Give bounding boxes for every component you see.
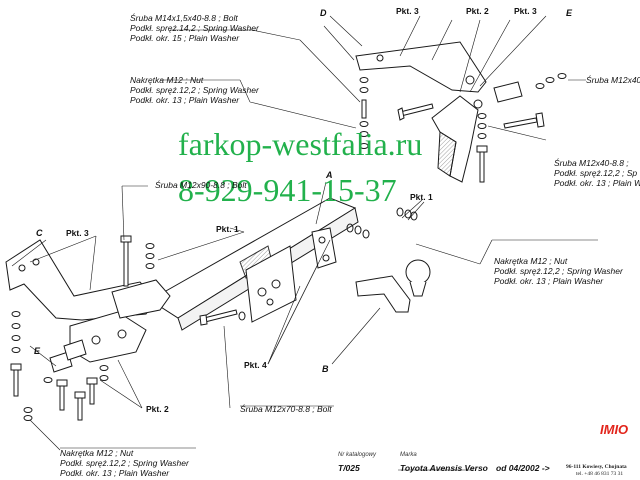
imiola-logo: IMIO [600, 422, 629, 437]
callout-nut-m12-right: Nakrętka M12 ; Nut Podkł. spręż.12,2 ; S… [494, 256, 623, 286]
callout-bolt-m12x70: Śruba M12x70-8.8 ; Bolt [240, 404, 332, 414]
point-label-pkt3-top: Pkt. 3 [396, 6, 419, 16]
spacer-tube-left-2 [63, 339, 87, 361]
callout-line: Podkł. okr. 13 ; Plain Washer [494, 276, 604, 286]
callout-nut-m12-upper: Nakrętka M12 ; Nut Podkł. spręż.12,2 ; S… [130, 75, 259, 105]
part-letter-c: C [36, 228, 43, 238]
callout-line: Podkł. okr. 13 ; Plain W [554, 178, 640, 188]
callout-line: Podkł. spręż.12,2 ; Sp [554, 168, 638, 178]
watermark-website: farkop-westfalia.ru [178, 126, 423, 162]
callout-line: Śruba M12x70-8.8 ; Bolt [240, 404, 332, 414]
vehicle-model: Toyota Avensis Verso [400, 463, 488, 473]
point-label-pkt3-top-right: Pkt. 3 [514, 6, 537, 16]
callout-line: Podkł. spręż.12,2 ; Spring Washer [60, 458, 189, 468]
bolts [10, 99, 545, 421]
spacer-tube-left [49, 351, 73, 373]
part-letter-d: D [320, 8, 327, 18]
point-label-pkt3-left: Pkt. 3 [66, 228, 89, 238]
part-letter-e-top: E [566, 8, 573, 18]
company-phone: tel. +48 46 831 73 31 [576, 471, 624, 477]
ball-bracket [311, 227, 337, 269]
point-label-pkt1-left: Pkt. 1 [216, 224, 239, 234]
point-label-pkt2-bottom: Pkt. 2 [146, 404, 169, 414]
callout-line: Śruba M12x40-8.8 ; [554, 158, 629, 168]
callout-line: Podkł. okr. 13 ; Plain Washer [60, 468, 170, 478]
callout-line: Podkł. okr. 13 ; Plain Washer [130, 95, 240, 105]
leader-lines [11, 15, 598, 471]
left-upper-bracket [111, 279, 171, 319]
catalog-number: T/025 [338, 463, 360, 473]
callout-line: Śruba M14x1,5x40-8.8 ; Bolt [130, 13, 238, 23]
company-address: 96-111 Kowiesy, Chojnata [566, 464, 627, 470]
callout-bolt-m14: Śruba M14x1,5x40-8.8 ; Bolt Podkł. spręż… [130, 13, 259, 43]
spacer-tube-right [493, 81, 523, 103]
callout-bolt-m12x40-right: Śruba M12x40-8.8 ; Podkł. spręż.12,2 ; S… [554, 158, 640, 188]
callout-line: Śruba M12x40 [586, 75, 640, 85]
catalog-number-label: Nr katalogowy [338, 452, 377, 458]
point-label-pkt4: Pkt. 4 [244, 360, 267, 370]
mounting-plate [245, 245, 297, 323]
callout-line: Nakrętka M12 ; Nut [494, 256, 568, 266]
tow-ball [405, 259, 431, 285]
part-letter-a: A [326, 170, 333, 180]
callout-line: Podkł. spręż.12,2 ; Spring Washer [130, 85, 259, 95]
point-label-pkt2-top: Pkt. 2 [466, 6, 489, 16]
top-right-bracket [355, 41, 487, 93]
watermark-phone: 8-929-941-15-37 [178, 172, 397, 208]
callout-line: Nakrętka M12 ; Nut [60, 448, 134, 458]
callout-bolt-m12x40-top: Śruba M12x40 [586, 75, 640, 85]
part-letter-e-bottom: E [34, 346, 41, 356]
tow-ball-neck [355, 275, 411, 313]
callout-line: Śruba M12x90-8.8 ; Bolt [155, 180, 247, 190]
callout-line: Podkł. spręż.12,2 ; Spring Washer [494, 266, 623, 276]
make-label: Marka [400, 452, 417, 458]
callout-nut-m12-bottom: Nakrętka M12 ; Nut Podkł. spręż.12,2 ; S… [60, 448, 189, 478]
washers-and-nuts [11, 73, 567, 421]
callout-line: Podkł. spręż.14,2 ; Spring Washer [130, 23, 259, 33]
callout-line: Nakrętka M12 ; Nut [130, 75, 204, 85]
point-label-pkt1-right: Pkt. 1 [410, 192, 433, 202]
callout-bolt-m12x90: Śruba M12x90-8.8 ; Bolt [155, 180, 247, 190]
part-letter-b: B [322, 364, 329, 374]
callout-line: Podkł. okr. 15 ; Plain Washer [130, 33, 240, 43]
model-year-from: od 04/2002 -> [496, 463, 550, 473]
